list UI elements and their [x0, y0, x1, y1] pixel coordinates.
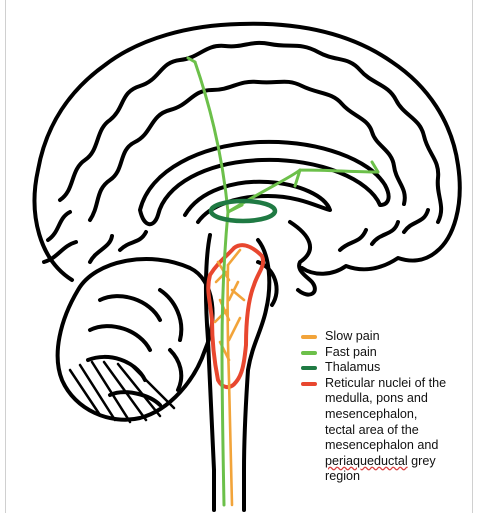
legend-label-reticular: Reticular nuclei of the medulla, pons an…	[325, 376, 477, 485]
legend-item-reticular: Reticular nuclei of the medulla, pons an…	[301, 376, 477, 485]
fast-pain-to-cortex	[195, 62, 228, 212]
reticular-line-2: medulla, pons and	[325, 391, 428, 405]
reticular-line-6-rest: grey	[408, 454, 436, 468]
thalamus-swatch	[301, 366, 317, 370]
legend-item-fast-pain: Fast pain	[301, 345, 477, 361]
legend-label-slow-pain: Slow pain	[325, 329, 477, 345]
hypothalamus-outline	[290, 222, 315, 295]
reticular-line-7: region	[325, 469, 360, 483]
legend: Slow pain Fast pain Thalamus Reticular n…	[301, 329, 477, 485]
reticular-line-4: tectal area of the	[325, 423, 419, 437]
legend-item-thalamus: Thalamus	[301, 360, 477, 376]
reticular-line-5: mesencephalon and	[325, 438, 438, 452]
slow-pain-swatch	[301, 335, 317, 339]
reticular-line-1: Reticular nuclei of the	[325, 376, 446, 390]
cerebrum-outline	[35, 24, 460, 280]
legend-item-slow-pain: Slow pain	[301, 329, 477, 345]
reticular-region-outline	[208, 245, 263, 387]
reticular-line-6-word: periaqueductal	[325, 454, 408, 468]
fast-pain-swatch	[301, 351, 317, 355]
reticular-line-3: mesencephalon,	[325, 407, 417, 421]
legend-label-fast-pain: Fast pain	[325, 345, 477, 361]
reticular-swatch	[301, 382, 317, 386]
cerebellum	[58, 259, 213, 420]
cerebellum-folia	[88, 290, 181, 405]
legend-label-thalamus: Thalamus	[325, 360, 477, 376]
